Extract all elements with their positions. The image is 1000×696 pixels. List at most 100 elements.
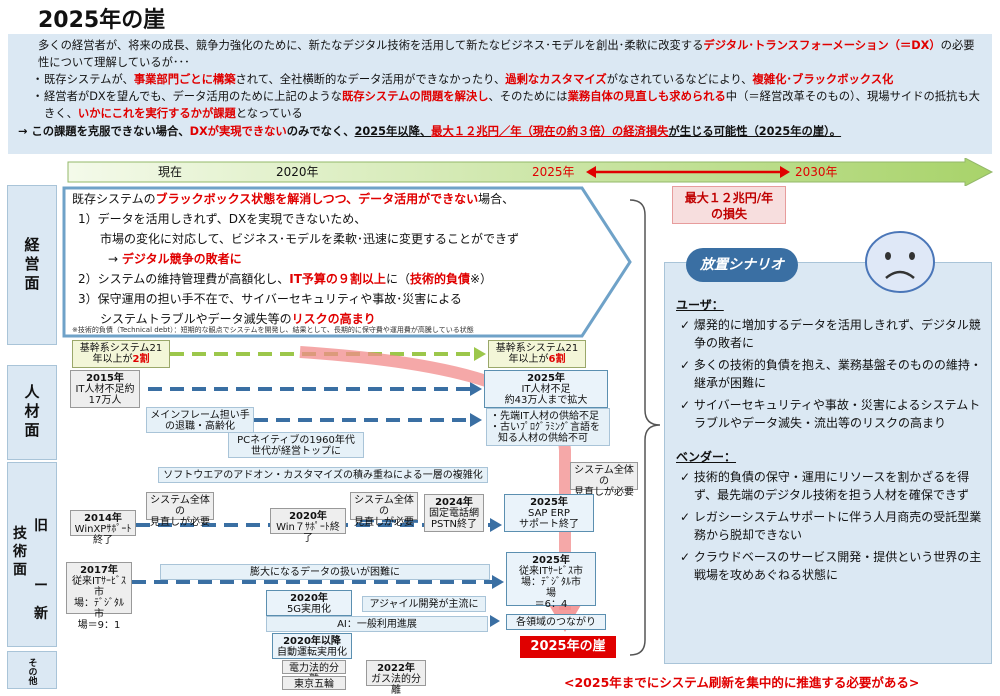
j2025c: 約43万人まで拡大 (504, 395, 588, 406)
row-label-hr: 人材面 (7, 365, 57, 460)
c3: のみでなく、 (286, 125, 355, 138)
it17a: 2017年 (80, 565, 118, 576)
tl-2025: 2025年 (532, 165, 575, 179)
mf2: の退職・高齢化 (165, 421, 235, 432)
page-title: 2025年の崖 (38, 8, 166, 33)
bottom-message: <2025年までにシステム刷新を集中的に推進する必要がある> (564, 675, 920, 690)
tech-old: 旧 (34, 518, 48, 534)
kikan2a: 基幹系システム21 (495, 343, 579, 354)
rev3a: システム全体の (574, 465, 634, 487)
b2a: 経営者がDXを望んでも、データ活用のために上記のような (44, 90, 342, 103)
m7b: リスクの高まり (291, 312, 376, 326)
b2c: 、そのためには (488, 90, 568, 103)
auto1: 2020年以降 (283, 636, 341, 647)
m6: 3）保守運用の担い手不在で、サイバーセキュリティや事故･災害による (78, 292, 462, 306)
intro-bullet-1: ・ 既存システムが、事業部門ごとに構築されて、全社横断的なデータ活用ができなかっ… (32, 73, 894, 86)
kikan2c: 6割 (548, 354, 566, 365)
rev1b: 見直しが必要 (150, 517, 210, 528)
b1b: 事業部門ごとに構築 (133, 73, 236, 86)
j2015b: IT人材不足約 (75, 384, 135, 395)
intro-p1c: の必要性について理解しているが･･･ (38, 39, 975, 69)
tech-new: 新 (34, 606, 48, 622)
u3: サイバーセキュリティや事故・災害によるシステムトラブルやデータ滅失・流出等のリス… (693, 398, 981, 430)
pstn2: 固定電話網 (429, 508, 479, 519)
c2: DXが実現できない (189, 125, 287, 138)
kikan1a: 基幹系システム21 (79, 343, 163, 354)
m1b: ブラックボックス状態を解消しつつ、データ活用ができない (155, 192, 479, 206)
cliff-label: 2025年の崖 (520, 636, 616, 658)
it17c: 場：ﾃﾞｼﾞﾀﾙ市 (74, 598, 124, 620)
mgmt-text: 既存システムのブラックボックス状態を解消しつつ、データ活用ができない場合、 1）… (72, 189, 592, 329)
j2025b: IT人材不足 (521, 384, 571, 395)
b2b: 既存システムの問題を解決し (341, 90, 489, 103)
m1c: 場合、 (478, 192, 515, 206)
it25e: ＝6：4 (534, 599, 568, 610)
pc1: PCネイティブの1960年代 (237, 435, 355, 446)
it-market-2017-box: 2017年従来ITｻｰﾋﾞｽ市場：ﾃﾞｼﾞﾀﾙ市場＝9：1 (66, 562, 132, 631)
intro-p1a: 多くの経営者が、将来の成長、競争力強化のために、新たなデジタル技術を活用して新た… (38, 39, 704, 52)
kikan1b: 年以上が (92, 354, 133, 365)
it17b: 従来ITｻｰﾋﾞｽ市 (71, 576, 127, 598)
mf1: メインフレーム担い手 (150, 410, 250, 421)
kikan1c: 2割 (132, 354, 150, 365)
b2e: 中（＝経営改革そのもの）、現場サイドの抵抗も大きく、 (44, 90, 980, 120)
check-icon: ✓ (680, 398, 694, 412)
m5b: IT予算の９割以上 (289, 272, 386, 286)
sc1: ・先端IT人材の供給不足 (490, 411, 600, 422)
tl-2030: 2030年 (795, 165, 838, 179)
m5c: に（ (385, 272, 410, 286)
check-icon: ✓ (680, 550, 694, 564)
row-label-other: その他 (7, 651, 57, 689)
review-box-2: システム全体の見直しが必要 (350, 492, 418, 528)
auto2: 自動運転実用化 (277, 647, 347, 658)
m5d: 技術的負債 (409, 272, 470, 286)
g5a: 2020年 (290, 593, 328, 604)
j2015c: 17万人 (88, 395, 122, 406)
row-label-tech: 旧 技術面 ー 新 (7, 462, 57, 647)
u1: 爆発的に増加するデータを活用しきれず、デジタル競争の敗者に (693, 318, 981, 350)
c1: → この課題を克服できない場合、 (18, 125, 190, 138)
ai-box: AI：一般利用進展 (266, 616, 488, 632)
b1d: 過剰なカスタマイズ (505, 73, 607, 86)
vendor-heading: ベンダー： (676, 450, 737, 464)
kikan2b: 年以上が (508, 354, 549, 365)
connection-box: 各領域のつながり (506, 614, 606, 630)
check-icon: ✓ (680, 470, 694, 484)
b1a: 既存システムが、 (44, 73, 134, 86)
b1f: 複雑化･ブラックボックス化 (752, 73, 894, 86)
gas1: 2022年 (377, 663, 415, 674)
it-market-2025-box: 2025年従来ITｻｰﾋﾞｽ市場：ﾃﾞｼﾞﾀﾙ市場＝6：4 (506, 552, 596, 610)
rev2a: システム全体の (354, 495, 414, 517)
c5: 最大１２兆円／年（現在の約３倍）の経済損失 (431, 125, 669, 138)
supply-box: ・先端IT人材の供給不足・古いﾌﾟﾛｸﾞﾗﾐﾝｸﾞ言語を知る人材の供給不可 (486, 408, 610, 446)
j2025a: 2025年 (527, 373, 565, 384)
c6: が生じる可能性（2025年の崖）。 (668, 125, 842, 138)
rev1a: システム全体の (150, 495, 210, 517)
m4a: → (108, 252, 119, 266)
intro-box: 多くの経営者が、将来の成長、競争力強化のために、新たなデジタル技術を活用して新た… (8, 34, 992, 154)
it25a: 2025年 (532, 555, 570, 566)
intro-p1: 多くの経営者が、将来の成長、競争力強化のために、新たなデジタル技術を活用して新た… (18, 37, 982, 71)
addon-box: ソフトウエアのアドオン・カスタマイズの積み重ねによる一層の複雑化 (158, 467, 488, 483)
u2: 多くの技術的負債を抱え、業務基盤そのものの維持・継承が困難に (693, 358, 982, 390)
rev2b: 見直しが必要 (354, 517, 414, 528)
intro-p1b: デジタル･トランスフォーメーション（＝DX） (703, 39, 941, 52)
w7a: 2020年 (289, 511, 327, 522)
tl-2020: 2020年 (276, 165, 319, 179)
sc2: ・古いﾌﾟﾛｸﾞﾗﾐﾝｸﾞ言語を (490, 422, 600, 433)
check-icon: ✓ (680, 510, 694, 524)
review-box-3: システム全体の見直しが必要 (570, 462, 638, 498)
check-icon: ✓ (680, 358, 694, 372)
m1a: 既存システムの (72, 192, 156, 206)
tl-now: 現在 (158, 165, 183, 179)
loss-line2: の損失 (710, 207, 747, 221)
loss-line1: 最大１２兆円/年 (684, 191, 774, 205)
v3: クラウドベースのサービス開発・提供という世界の主戦場を攻めあぐねる状態に (693, 550, 982, 582)
olympics-box: 東京五輪 (282, 676, 346, 690)
m3: 市場の変化に対応して、ビジネス･モデルを柔軟･迅速に変更することができず (100, 232, 520, 246)
sad-face-icon (865, 231, 935, 293)
